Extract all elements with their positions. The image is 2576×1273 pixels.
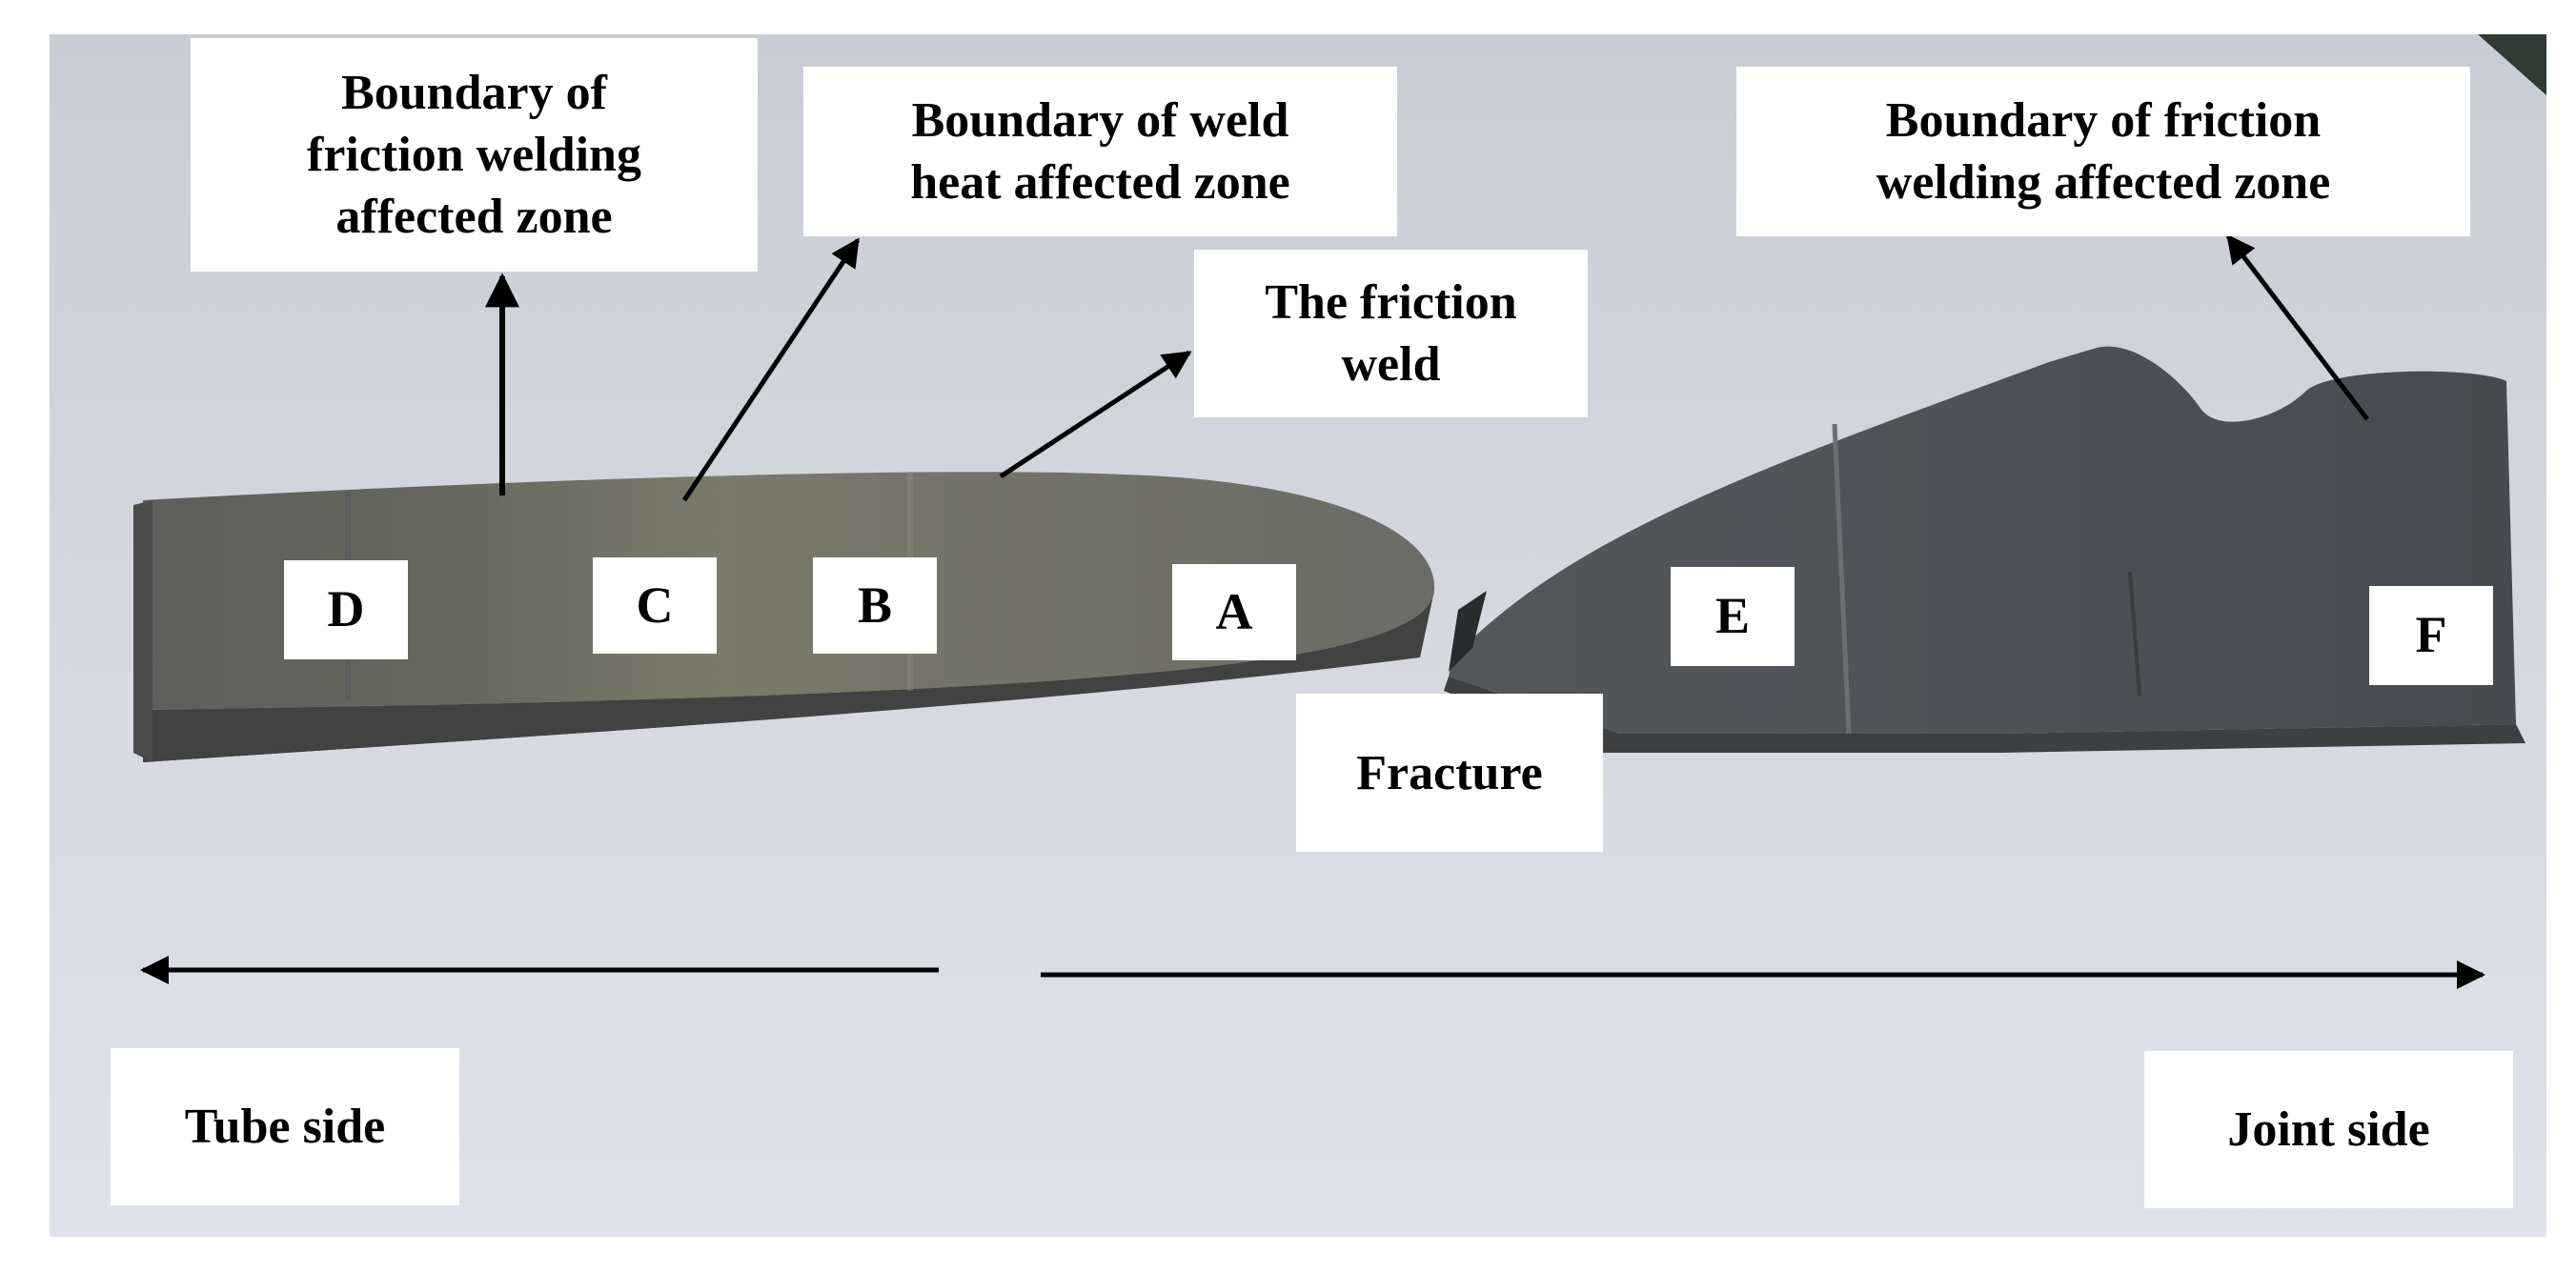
- arrow-boundary-weld-haz: [681, 237, 861, 502]
- arrow-friction-weld: [999, 350, 1192, 479]
- marker-e: E: [1671, 567, 1795, 666]
- corner-shadow: [2478, 34, 2546, 95]
- callout-boundary-weld-haz: Boundary of weld heat affected zone: [803, 67, 1397, 236]
- callout-boundary-friction-left: Boundary of friction welding affected zo…: [191, 38, 758, 272]
- marker-b: B: [813, 557, 937, 654]
- callout-friction-weld: The friction weld: [1194, 250, 1588, 417]
- callout-fracture: Fracture: [1296, 694, 1603, 852]
- marker-a: A: [1172, 564, 1296, 660]
- marker-f: F: [2369, 586, 2493, 685]
- arrow-boundary-friction-right: [2226, 233, 2369, 421]
- callout-boundary-friction-right: Boundary of friction welding affected zo…: [1736, 67, 2470, 236]
- callout-tube-side: Tube side: [111, 1048, 459, 1205]
- marker-d: D: [284, 560, 408, 659]
- callout-joint-side: Joint side: [2144, 1051, 2513, 1208]
- marker-c: C: [593, 557, 717, 654]
